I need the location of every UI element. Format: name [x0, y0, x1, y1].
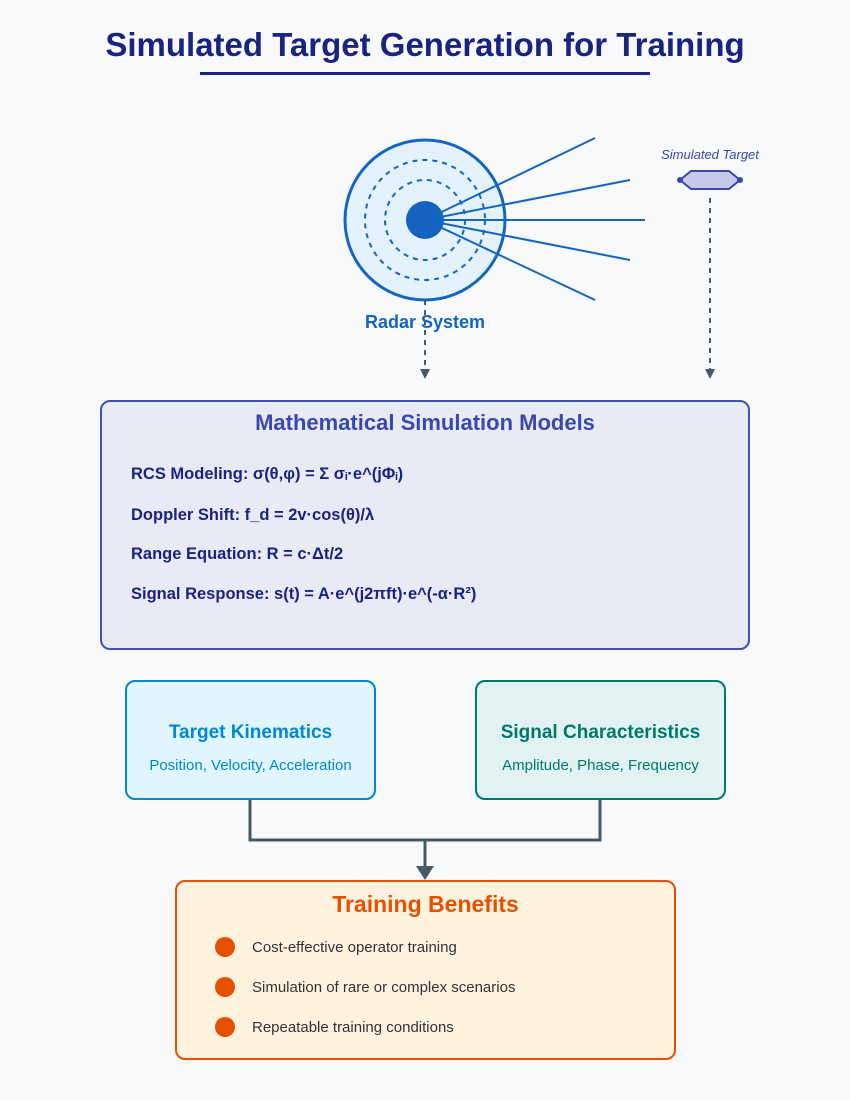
list-item: Cost-effective operator training [215, 936, 457, 958]
target-aircraft-icon [677, 170, 743, 190]
list-item: Repeatable training conditions [215, 1016, 454, 1038]
page-title: Simulated Target Generation for Training [105, 26, 745, 63]
radar-icon [343, 137, 645, 302]
signal-title: Signal Characteristics [500, 722, 701, 743]
benefit-text: Simulation of rare or complex scenarios [252, 978, 516, 996]
signal-subtitle: Amplitude, Phase, Frequency [502, 757, 699, 774]
merge-connector [248, 800, 602, 868]
signal-characteristics-box: Signal Characteristics Amplitude, Phase,… [475, 680, 726, 800]
list-item: Simulation of rare or complex scenarios [215, 976, 515, 998]
bullet-icon [215, 1017, 235, 1037]
target-label: Simulated Target [661, 147, 759, 162]
equation-doppler: Doppler Shift: f_d = 2v·cos(θ)/λ [131, 506, 375, 524]
radar-beams [424, 137, 645, 301]
kinematics-title: Target Kinematics [168, 722, 333, 743]
target-kinematics-box: Target Kinematics Position, Velocity, Ac… [125, 680, 376, 800]
benefit-text: Cost-effective operator training [252, 938, 457, 956]
bullet-icon [215, 977, 235, 997]
radar-label: Radar System [364, 312, 486, 332]
benefits-title: Training Benefits [332, 891, 519, 917]
math-models-box: Mathematical Simulation Models RCS Model… [100, 400, 750, 650]
benefit-text: Repeatable training conditions [252, 1018, 454, 1036]
training-benefits-box: Training Benefits Cost-effective operato… [175, 880, 676, 1060]
equation-range: Range Equation: R = c·Δt/2 [131, 545, 344, 563]
equation-signal: Signal Response: s(t) = A·e^(j2πft)·e^(-… [131, 585, 477, 603]
math-models-title: Mathematical Simulation Models [255, 410, 595, 435]
equation-rcs: RCS Modeling: σ(θ,φ) = Σ σᵢ·e^(jΦᵢ) [131, 465, 404, 483]
kinematics-subtitle: Position, Velocity, Acceleration [149, 757, 352, 774]
bullet-icon [215, 937, 235, 957]
merge-arrowhead [416, 866, 434, 880]
title-underline [200, 72, 650, 75]
